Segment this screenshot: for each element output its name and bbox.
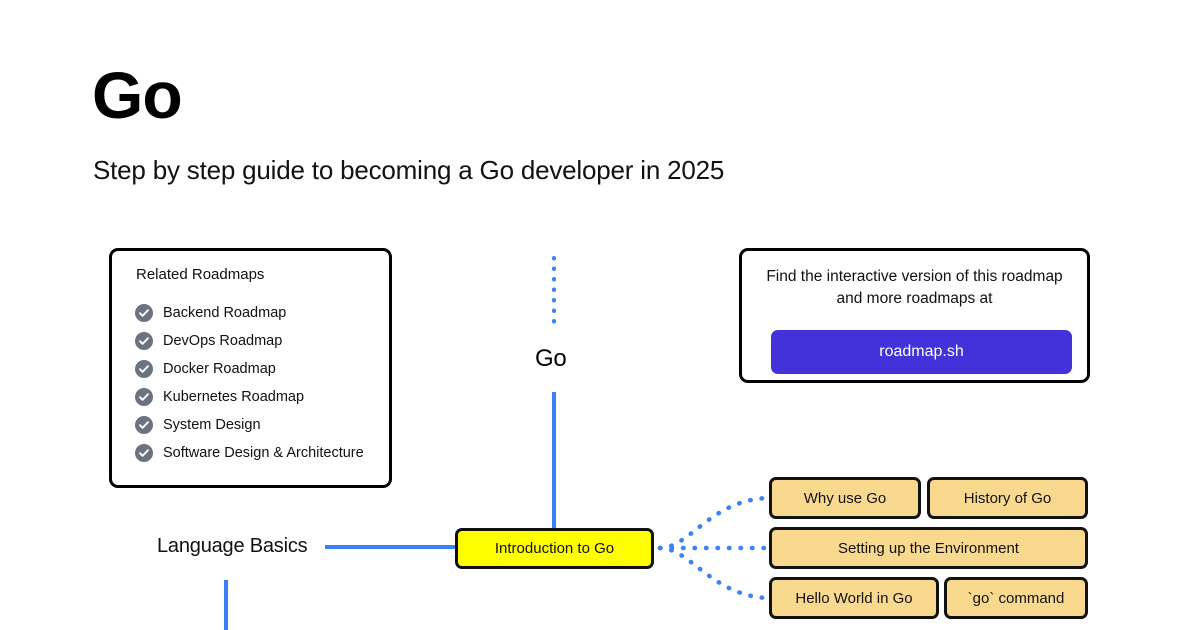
list-item[interactable]: Software Design & Architecture (135, 439, 379, 467)
check-circle-icon (135, 416, 153, 434)
check-circle-icon (135, 332, 153, 350)
check-circle-icon (135, 304, 153, 322)
list-item[interactable]: Docker Roadmap (135, 355, 379, 383)
list-item-label: Docker Roadmap (163, 361, 276, 377)
node-go-command[interactable]: `go` command (944, 577, 1088, 619)
related-roadmaps-list: Backend Roadmap DevOps Roadmap Docker Ro… (135, 299, 379, 467)
connector-dotted-why-use-go (657, 495, 771, 551)
list-item[interactable]: DevOps Roadmap (135, 327, 379, 355)
list-item-label: Backend Roadmap (163, 305, 287, 321)
node-setting-up-the-environment[interactable]: Setting up the Environment (769, 527, 1088, 569)
page-subtitle: Step by step guide to becoming a Go deve… (93, 155, 725, 185)
list-item[interactable]: Kubernetes Roadmap (135, 383, 379, 411)
node-history-of-go[interactable]: History of Go (927, 477, 1088, 519)
roadmap-center-label: Go (535, 345, 567, 372)
roadmap-sh-button[interactable]: roadmap.sh (771, 330, 1072, 374)
check-circle-icon (135, 388, 153, 406)
list-item[interactable]: System Design (135, 411, 379, 439)
node-why-use-go[interactable]: Why use Go (769, 477, 921, 519)
list-item-label: Software Design & Architecture (163, 445, 364, 461)
list-item[interactable]: Backend Roadmap (135, 299, 379, 327)
check-circle-icon (135, 444, 153, 462)
related-roadmaps-heading: Related Roadmaps (136, 266, 265, 283)
list-item-label: Kubernetes Roadmap (163, 389, 305, 405)
list-item-label: System Design (163, 417, 261, 433)
page-title: Go (92, 58, 183, 132)
node-introduction-to-go[interactable]: Introduction to Go (455, 528, 654, 569)
topic-label-language-basics[interactable]: Language Basics (157, 535, 308, 557)
related-roadmaps-card: Related Roadmaps Backend Roadmap DevOps … (109, 248, 392, 488)
connector-dotted-hello-world (657, 545, 771, 601)
cta-text: Find the interactive version of this roa… (766, 268, 1063, 308)
cta-card: Find the interactive version of this roa… (739, 248, 1090, 383)
list-item-label: DevOps Roadmap (163, 333, 283, 349)
node-hello-world-in-go[interactable]: Hello World in Go (769, 577, 939, 619)
check-circle-icon (135, 360, 153, 378)
